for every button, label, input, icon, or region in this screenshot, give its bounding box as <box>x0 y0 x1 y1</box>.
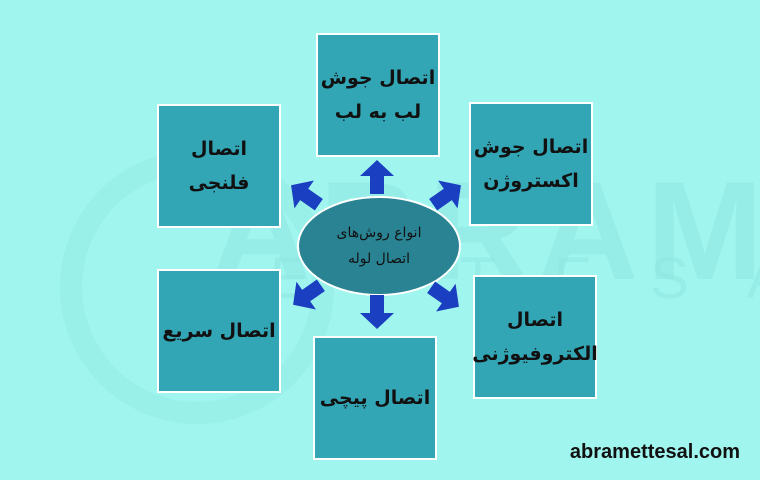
arrow-down-icon <box>360 295 394 329</box>
node-label: اتصال جوش لب به لب <box>320 67 436 123</box>
node-electrofusion: اتصال الکتروفیوژنی <box>472 275 598 399</box>
node-quick-connect: اتصال سریع <box>157 269 281 393</box>
arrow-downleft-icon <box>293 279 325 310</box>
arrow-up-icon <box>360 160 394 194</box>
node-label: اتصال فلنجی <box>188 138 250 194</box>
node-flange: اتصال فلنجی <box>157 104 281 228</box>
arrow-downright-icon <box>427 281 459 312</box>
node-butt-fusion: اتصال جوش لب به لب <box>316 33 440 157</box>
node-extrusion-welding: اتصال جوش اکستروژن <box>469 102 593 226</box>
node-label: اتصال پیچی <box>319 387 431 409</box>
node-label: اتصال الکتروفیوژنی <box>472 309 598 365</box>
node-threaded: اتصال پیچی <box>313 336 437 460</box>
center-label: انواع روش‌های اتصال لوله <box>336 225 422 267</box>
node-label: اتصال سریع <box>162 320 276 342</box>
arrow-upright-icon <box>429 180 461 211</box>
site-url: abramettesal.com <box>569 441 740 463</box>
node-label: اتصال جوش اکستروژن <box>473 136 589 192</box>
arrow-upleft-icon <box>291 180 323 211</box>
